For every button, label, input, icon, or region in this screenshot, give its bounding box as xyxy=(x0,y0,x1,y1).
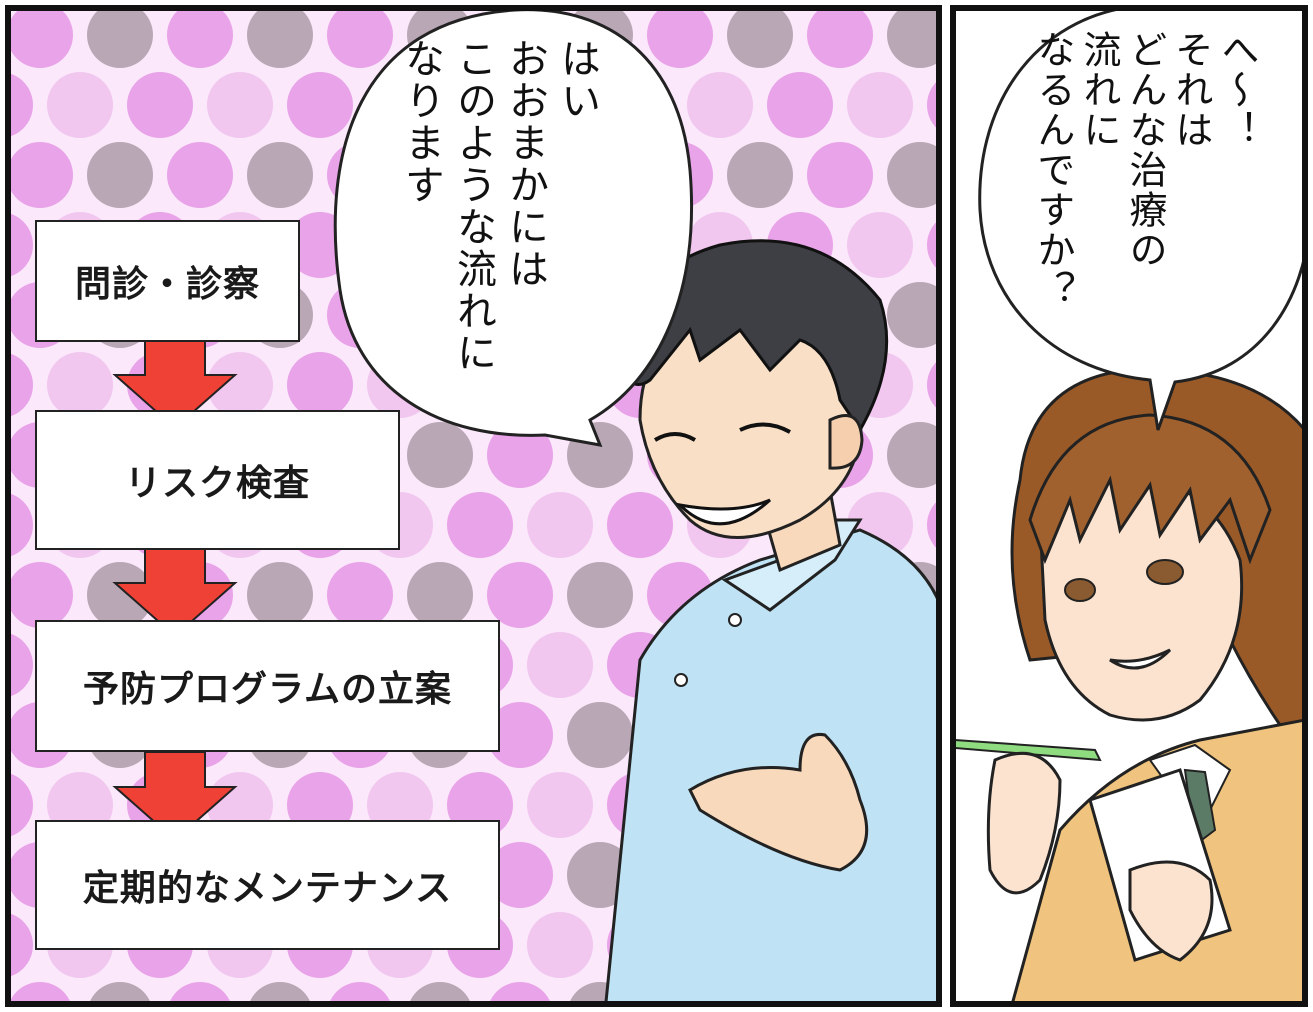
flow-arrow-3 xyxy=(112,751,238,842)
left-panel-border xyxy=(5,5,942,1007)
doctor-speech-line-4: なります xyxy=(398,38,444,206)
flow-step-2: リスク検査 xyxy=(35,410,400,550)
woman-speech-line-4: 流れに xyxy=(1077,30,1121,150)
flow-step-4: 定期的なメンテナンス xyxy=(35,820,500,950)
right-panel-art xyxy=(953,8,1305,1004)
flow-step-1: 問診・診察 xyxy=(35,220,300,342)
flow-step-label: リスク検査 xyxy=(124,463,310,504)
flow-step-label: 定期的なメンテナンス xyxy=(82,868,453,909)
right-panel-border xyxy=(950,5,1308,1007)
woman-speech-bubble xyxy=(978,8,1305,431)
doctor-figure xyxy=(604,239,939,1004)
flow-step-3: 予防プログラムの立案 xyxy=(35,620,500,752)
woman-speech-line-1: へ〜！ xyxy=(1215,30,1259,150)
doctor-speech-bubble xyxy=(333,8,694,447)
woman-speech-line-2: それは xyxy=(1169,30,1213,150)
flow-arrows xyxy=(112,339,238,842)
woman-speech-text: へ〜！ それは どんな治療の 流れに なるんですか？ xyxy=(1030,30,1260,310)
doctor-speech-text: はい おおまかには このような流れに なります xyxy=(395,38,603,374)
doctor-speech-line-3: このような流れに xyxy=(450,38,496,374)
flow-step-label: 問診・診察 xyxy=(74,264,260,305)
doctor-speech-line-2: おおまかには xyxy=(502,38,548,290)
woman-speech-line-5: なるんですか？ xyxy=(1031,30,1075,310)
woman-speech-line-3: どんな治療の xyxy=(1123,30,1167,270)
doctor-speech-line-1: はい xyxy=(554,38,600,122)
flow-arrow-2 xyxy=(112,547,238,638)
woman-figure xyxy=(954,368,1305,1004)
flow-step-label: 予防プログラムの立案 xyxy=(83,669,452,710)
flow-arrow-1 xyxy=(112,339,238,430)
